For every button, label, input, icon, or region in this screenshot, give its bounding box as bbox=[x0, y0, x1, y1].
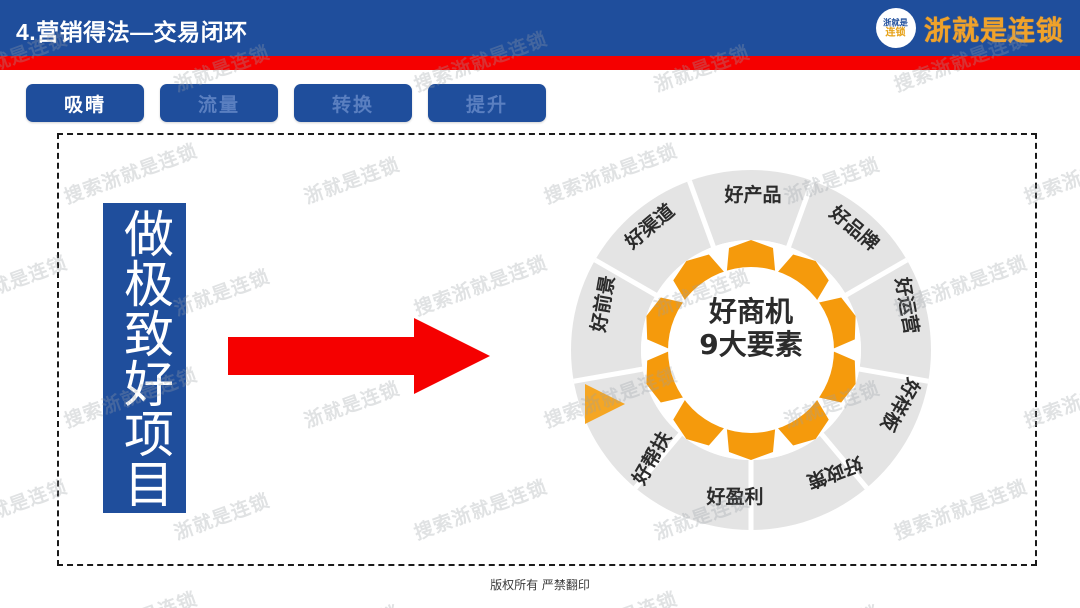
header-accent-bar bbox=[0, 56, 1080, 70]
copyright-footer: 版权所有 严禁翻印 bbox=[490, 578, 590, 592]
diagram-center-text: 好商机 9大要素 bbox=[553, 295, 949, 361]
center-line-1: 好商机 bbox=[708, 295, 793, 328]
center-line-2: 9大要素 bbox=[699, 328, 803, 362]
watermark-text: 浙就是连锁 bbox=[780, 598, 883, 608]
segment-label-haochanpin: 好产品 bbox=[724, 184, 782, 206]
tab-liuliang[interactable]: 流量 bbox=[160, 84, 278, 122]
slide-header: 4.营销得法—交易闭环 浙就是 连锁 浙就是连锁 bbox=[0, 0, 1080, 56]
inner-orange-ring bbox=[646, 240, 856, 460]
nine-elements-diagram: 好产品 好品牌 好运营 好样板 好政策 好盈利 好帮扶 好前景 好渠道 好商机 … bbox=[553, 152, 949, 548]
page-title: 4.营销得法—交易闭环 bbox=[16, 19, 248, 45]
logo-badge-icon: 浙就是 连锁 bbox=[876, 8, 916, 48]
logo-badge-line2: 连锁 bbox=[885, 26, 907, 38]
progress-marker-triangle bbox=[585, 384, 625, 424]
vertical-callout-box: 做极致好项目 bbox=[103, 203, 186, 513]
tab-zhuanhuan[interactable]: 转换 bbox=[294, 84, 412, 122]
watermark-text: 浙就是连锁 bbox=[300, 598, 403, 608]
logo-text: 浙就是连锁 bbox=[924, 15, 1064, 46]
flow-arrow-right bbox=[228, 318, 490, 394]
logo-badge-line1: 浙就是 bbox=[883, 17, 909, 27]
tab-bar: 吸晴 流量 转换 提升 bbox=[26, 84, 546, 122]
tab-xiqing[interactable]: 吸晴 bbox=[26, 84, 144, 122]
segment-label-haoyingli: 好盈利 bbox=[706, 486, 764, 508]
vertical-callout-text: 做极致好项目 bbox=[116, 208, 174, 508]
brand-logo: 浙就是 连锁 浙就是连锁 bbox=[876, 5, 1064, 51]
content-frame bbox=[57, 133, 1037, 566]
tab-tisheng[interactable]: 提升 bbox=[428, 84, 546, 122]
